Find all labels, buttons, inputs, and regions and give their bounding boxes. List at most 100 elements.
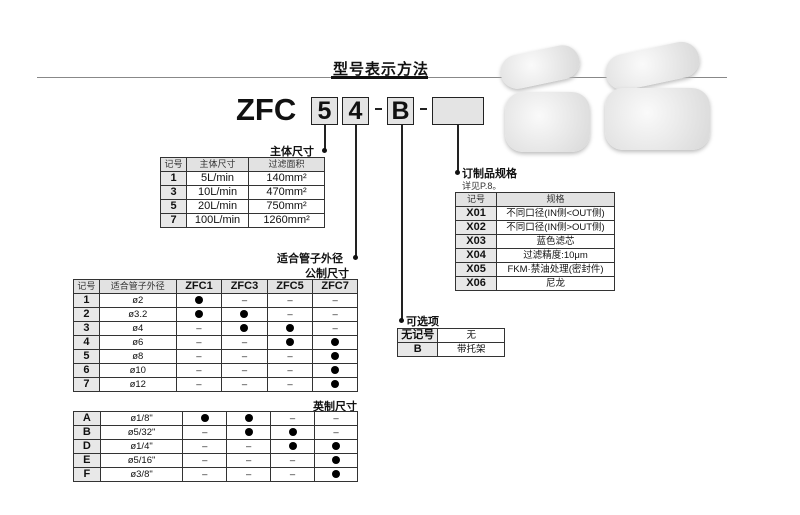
column-header: 主体尺寸	[186, 157, 250, 172]
bullet-icon	[240, 324, 249, 333]
table-cell: 1260mm²	[248, 213, 325, 228]
code-cell: 4	[73, 335, 100, 350]
column-header: ZFC5	[266, 279, 314, 294]
bullet-icon	[244, 414, 253, 423]
available-dot	[270, 425, 315, 440]
table-cell: ø1/8"	[99, 411, 184, 426]
available-dot	[175, 307, 223, 322]
available-dot	[313, 453, 359, 468]
bullet-icon	[331, 380, 340, 389]
product-image-small-1	[497, 42, 583, 92]
table-cell: ø3/8"	[99, 467, 184, 482]
table-cell: ø10	[98, 363, 177, 378]
table-cell: –	[182, 467, 228, 482]
tube-label: 适合管子外径	[277, 253, 343, 265]
column-header: 记号	[73, 279, 100, 294]
bullet-icon	[331, 442, 340, 451]
leader-line	[401, 124, 403, 322]
bullet-icon	[200, 414, 209, 423]
available-dot	[312, 335, 358, 350]
table-cell: ø5/32"	[99, 425, 184, 440]
table-cell: –	[266, 349, 314, 364]
table-cell: 20L/min	[186, 199, 250, 214]
column-header: ZFC3	[221, 279, 268, 294]
table-cell: –	[226, 453, 272, 468]
bullet-icon	[288, 442, 297, 451]
table-cell: –	[312, 307, 358, 322]
bullet-icon	[331, 352, 340, 361]
code-cell: E	[73, 453, 101, 468]
custom-label: 订制品规格	[462, 168, 517, 180]
product-image-small-2	[602, 38, 703, 94]
code-box-custom	[432, 97, 484, 125]
code-cell: B	[73, 425, 101, 440]
code-cell: 1	[73, 293, 100, 308]
leader-line	[324, 124, 326, 151]
table-cell: –	[266, 363, 314, 378]
column-header: 过滤面积	[248, 157, 325, 172]
code-cell: 3	[159, 185, 188, 200]
table-cell: ø12	[98, 377, 177, 392]
available-dot	[221, 321, 268, 336]
table-cell: 750mm²	[248, 199, 325, 214]
table-cell: –	[182, 453, 228, 468]
column-header: ZFC1	[175, 279, 223, 294]
table-cell: 470mm²	[248, 185, 325, 200]
code-cell: D	[73, 439, 101, 454]
code-cell: 无记号	[396, 328, 439, 343]
column-header: ZFC7	[312, 279, 358, 294]
table-cell: –	[313, 425, 359, 440]
table-cell: –	[175, 321, 223, 336]
code-cell: A	[73, 411, 101, 426]
table-cell: –	[221, 335, 268, 350]
available-dot	[312, 377, 358, 392]
code-cell: X03	[454, 234, 498, 249]
bullet-icon	[331, 366, 340, 375]
table-cell: 尼龙	[496, 276, 615, 291]
leader-line	[355, 124, 357, 259]
available-dot	[312, 349, 358, 364]
table-cell: ø2	[98, 293, 177, 308]
table-cell: 无	[437, 328, 505, 343]
table-cell: 5L/min	[186, 171, 250, 186]
option-label: 可选项	[406, 316, 439, 328]
table-header: 记号规格	[454, 192, 615, 207]
table-cell: –	[226, 467, 272, 482]
page-title: 型号表示方法	[333, 61, 430, 78]
available-dot	[226, 411, 272, 426]
code-cell: X04	[454, 248, 498, 263]
table-cell: –	[270, 453, 315, 468]
product-image-large-2	[605, 88, 710, 150]
bullet-icon	[194, 296, 203, 305]
leader-line	[457, 124, 459, 174]
table-cell: –	[312, 293, 358, 308]
code-box-tube: 4	[342, 97, 369, 125]
column-header: 记号	[159, 157, 188, 172]
bullet-icon	[331, 456, 340, 465]
code-cell: 3	[73, 321, 100, 336]
available-dot	[226, 425, 272, 440]
code-cell: 5	[73, 349, 100, 364]
table-cell: –	[266, 293, 314, 308]
bullet-icon	[285, 324, 294, 333]
table-cell: –	[221, 377, 268, 392]
table-cell: ø6	[98, 335, 177, 350]
table-cell: –	[312, 321, 358, 336]
